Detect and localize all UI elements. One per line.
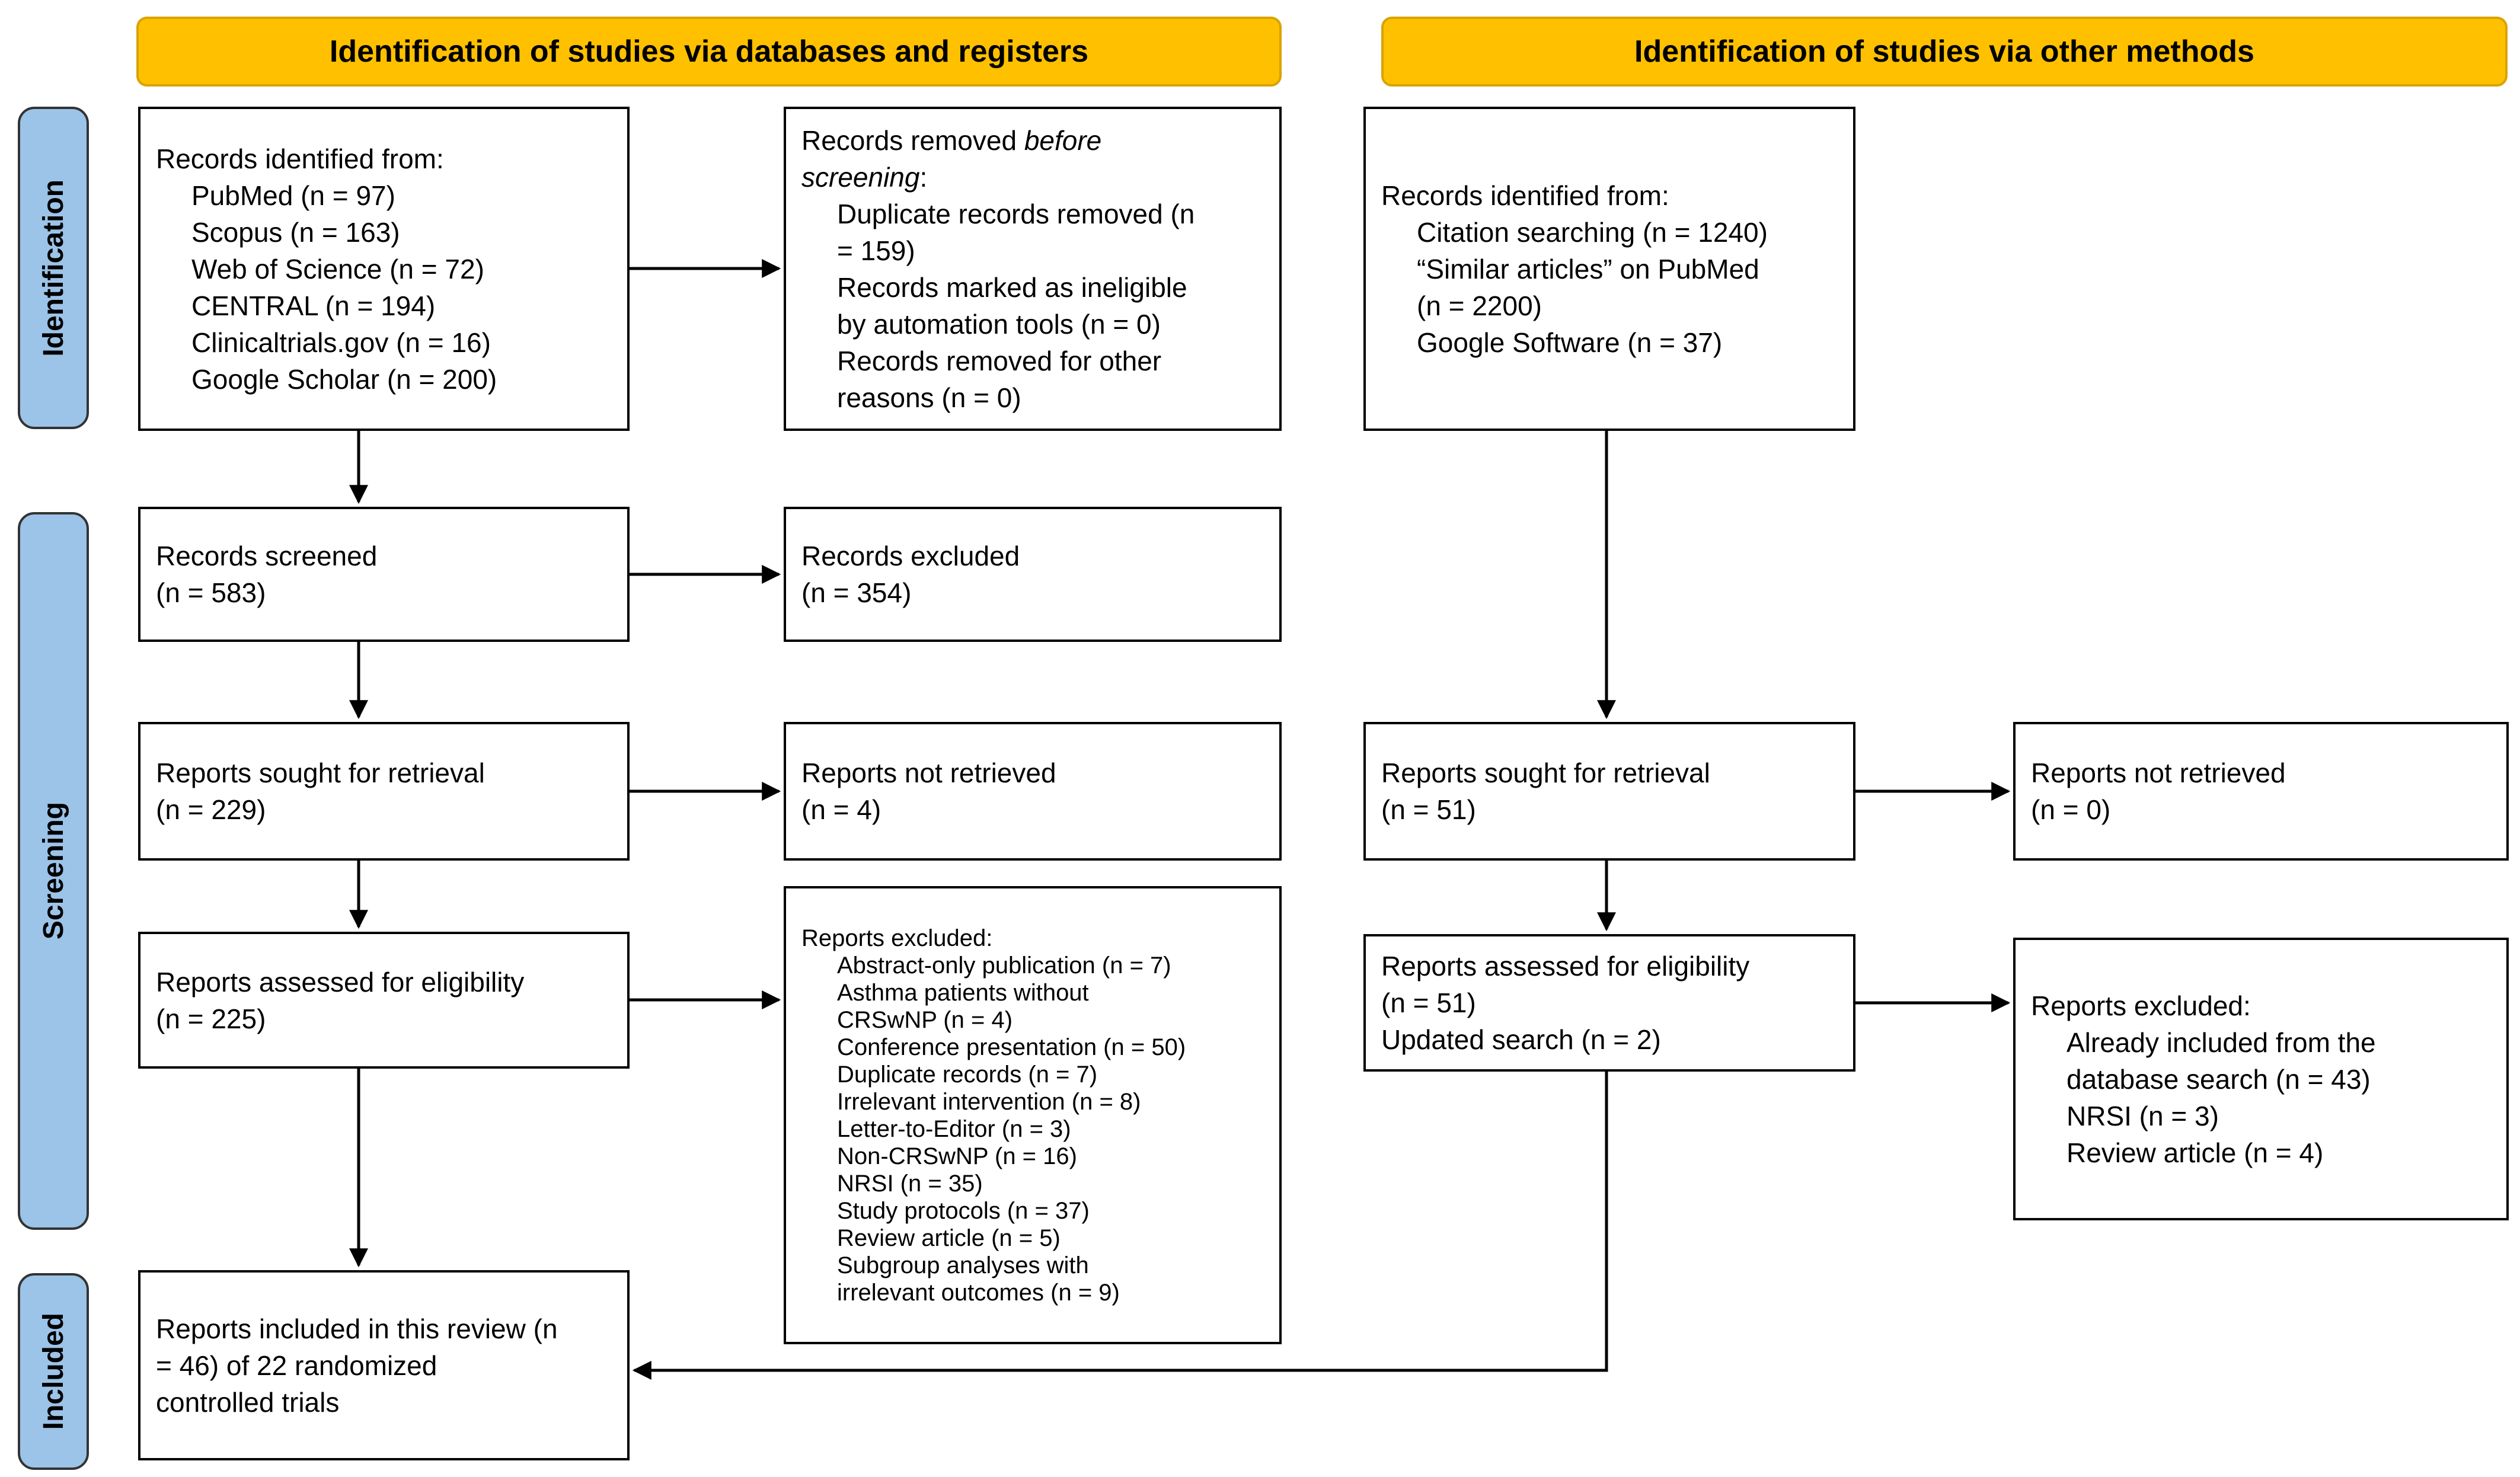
box-reports-not-retrieved-databases: Reports not retrieved (n = 4) <box>784 722 1282 861</box>
box-reports-excluded-databases: Reports excluded:Abstract-only publicati… <box>784 886 1282 1344</box>
box-line: (n = 4) <box>801 794 881 825</box>
box-records-identified-other-methods: Records identified from: Citation searchi… <box>1363 107 1855 431</box>
box-line: Updated search (n = 2) <box>1381 1024 1661 1055</box>
box-line: Review article (n = 4) <box>2067 1137 2324 1168</box>
box-reports-sought-databases: Reports sought for retrieval (n = 229) <box>138 722 630 861</box>
box-line: (n = 51) <box>1381 987 1476 1018</box>
box-line: Duplicate records removed (n <box>837 198 1195 229</box>
box-reports-sought-other-methods: Reports sought for retrieval (n = 51) <box>1363 722 1855 861</box>
box-reports-included: Reports included in this review (n = 46) … <box>138 1270 630 1460</box>
box-reports-assessed-databases: Reports assessed for eligibility (n = 225… <box>138 932 630 1069</box>
stage-identification: Identification <box>18 107 89 429</box>
box-line: CRSwNP (n = 4) <box>837 1006 1013 1033</box>
box-line: Reports not retrieved <box>801 757 1056 788</box>
box-line: (n = 583) <box>156 577 266 608</box>
box-line: Records removed before <box>801 124 1102 156</box>
box-line: Records removed for other <box>837 345 1162 376</box>
box-line: = 46) of 22 randomized <box>156 1350 437 1381</box>
box-reports-excluded-other-methods: Reports excluded: Already included from t… <box>2013 938 2509 1220</box>
box-line: screening: <box>801 161 928 193</box>
box-reports-assessed-other-methods: Reports assessed for eligibility (n = 51)… <box>1363 934 1855 1072</box>
box-line: NRSI (n = 3) <box>2067 1100 2219 1131</box>
box-line: Reports assessed for eligibility <box>156 966 525 998</box>
box-line: Records excluded <box>801 541 1020 571</box>
box-line: Google Scholar (n = 200) <box>191 363 497 395</box>
box-line: (n = 354) <box>801 577 912 608</box>
header-other-methods: Identification of studies via other meth… <box>1381 17 2508 87</box>
box-line: irrelevant outcomes (n = 9) <box>837 1279 1120 1306</box>
box-line: Irrelevant intervention (n = 8) <box>837 1088 1141 1115</box>
box-line: Reports sought for retrieval <box>1381 757 1710 788</box>
box-line: CENTRAL (n = 194) <box>191 290 436 321</box>
stage-included: Included <box>18 1273 89 1470</box>
box-records-screened: Records screened (n = 583) <box>138 507 630 642</box>
box-line: (n = 225) <box>156 1003 266 1034</box>
box-line: PubMed (n = 97) <box>191 180 395 211</box>
box-line: Clinicaltrials.gov (n = 16) <box>191 327 491 358</box>
box-line: NRSI (n = 35) <box>837 1170 983 1197</box>
box-records-excluded: Records excluded (n = 354) <box>784 507 1282 642</box>
box-line: Reports assessed for eligibility <box>1381 951 1750 982</box>
box-line: (n = 229) <box>156 794 266 825</box>
box-line: (n = 2200) <box>1417 290 1542 321</box>
box-line: (n = 0) <box>2031 794 2111 825</box>
stage-screening: Screening <box>18 512 89 1230</box>
box-line: Reports included in this review (n <box>156 1313 558 1344</box>
box-line: = 159) <box>837 235 915 266</box>
box-line: Reports sought for retrieval <box>156 757 485 788</box>
box-line: Subgroup analyses with <box>837 1252 1089 1278</box>
box-line: database search (n = 43) <box>2067 1063 2371 1095</box>
box-line: Records screened <box>156 541 378 571</box>
box-reports-not-retrieved-other-methods: Reports not retrieved (n = 0) <box>2013 722 2509 861</box>
box-line: Google Software (n = 37) <box>1417 327 1723 358</box>
stage-included-label: Included <box>37 1313 69 1430</box>
box-line: (n = 51) <box>1381 794 1476 825</box>
box-line: “Similar articles” on PubMed <box>1417 253 1759 284</box>
box-line: Web of Science (n = 72) <box>191 253 484 284</box>
box-line: Conference presentation (n = 50) <box>837 1034 1186 1060</box>
box-line: Duplicate records (n = 7) <box>837 1061 1098 1088</box>
stage-screening-label: Screening <box>37 802 69 940</box>
header-databases-registers: Identification of studies via databases … <box>136 17 1282 87</box>
box-line: Records marked as ineligible <box>837 271 1187 303</box>
box-line: Citation searching (n = 1240) <box>1417 216 1768 248</box>
box-line: Reports excluded: <box>2031 990 2251 1021</box>
box-line: controlled trials <box>156 1386 340 1418</box>
box-line: Study protocols (n = 37) <box>837 1197 1090 1224</box>
box-line: Scopus (n = 163) <box>191 216 400 248</box>
box-line: Reports excluded: <box>801 925 993 951</box>
box-line: reasons (n = 0) <box>837 382 1021 413</box>
box-line: Records identified from: <box>1381 180 1669 211</box>
box-line: Already included from the <box>2067 1027 2376 1058</box>
stage-identification-label: Identification <box>37 179 69 357</box>
box-line: Reports not retrieved <box>2031 757 2286 788</box>
box-line: by automation tools (n = 0) <box>837 308 1161 340</box>
box-line: Asthma patients without <box>837 979 1089 1006</box>
box-line: Review article (n = 5) <box>837 1225 1061 1251</box>
box-records-identified-databases: Records identified from: PubMed (n = 97) S… <box>138 107 630 431</box>
box-line: Records identified from: <box>156 143 444 174</box>
box-line: Letter-to-Editor (n = 3) <box>837 1115 1071 1142</box>
box-line: Non-CRSwNP (n = 16) <box>837 1143 1077 1169</box>
box-records-removed-before-screening: Records removed before screening: Duplicat… <box>784 107 1282 431</box>
box-line: Abstract-only publication (n = 7) <box>837 952 1171 979</box>
